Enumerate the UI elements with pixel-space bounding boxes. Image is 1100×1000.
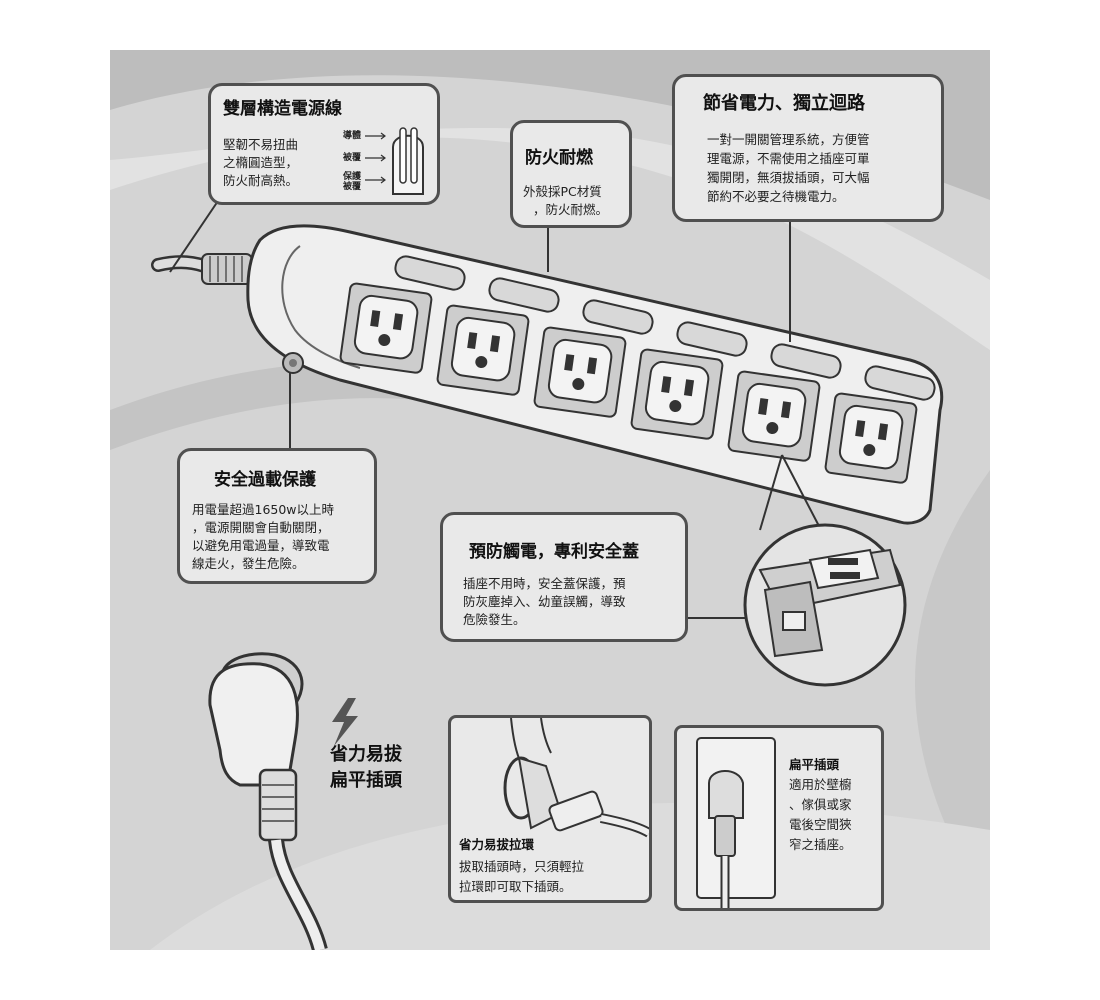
outlet-switch[interactable]: [769, 342, 842, 379]
flat-plug-line: 電後空間狹: [789, 817, 852, 832]
outlet-switch[interactable]: [581, 298, 654, 335]
cord-callout: 雙層構造電源線 堅韌不易扭曲 之橢圓造型， 防火耐高熱。 導體 被覆 保護 被覆: [208, 83, 440, 205]
pull-ring-box: 省力易拔拉環 拔取插頭時，只須輕拉 拉環即可取下插頭。: [448, 715, 652, 903]
overload-callout-line: 以避免用電過量，導致電: [192, 538, 330, 553]
cord-callout-line: 之橢圓造型，: [223, 155, 299, 170]
lightning-icon: [332, 698, 358, 746]
pull-ring-line: 拉環即可取下插頭。: [459, 879, 572, 894]
power-callout-line: 節約不必要之待機電力。: [707, 189, 845, 204]
flat-plug-title: 扁平插頭: [789, 757, 840, 772]
product-infographic-panel: 雙層構造電源線 堅韌不易扭曲 之橢圓造型， 防火耐高熱。 導體 被覆 保護 被覆…: [110, 50, 990, 950]
pull-ring-line: 拔取插頭時，只須輕拉: [459, 859, 585, 874]
fire-callout-title: 防火耐燃: [525, 148, 593, 168]
overload-callout-title: 安全過載保護: [214, 470, 316, 490]
pull-ring-illustration: [503, 718, 649, 838]
pull-ring-title: 省力易拔拉環: [459, 837, 535, 852]
fire-callout-line: ，防火耐燃。: [533, 202, 609, 217]
outlet-switch[interactable]: [675, 320, 748, 357]
cord-cross-section-icon: [365, 127, 424, 195]
wall-outlet-illustration: [696, 737, 776, 908]
flat-plug-line: 窄之插座。: [789, 837, 852, 852]
label-jacket-2: 被覆: [343, 182, 362, 192]
overload-callout-line: ，電源開關會自動關閉，: [192, 520, 330, 535]
overload-callout-line: 用電量超過1650w以上時: [192, 502, 335, 517]
power-callout: 節省電力、獨立迴路 一對一開關管理系統，方便管 理電源，不需使用之插座可單 獨開…: [672, 74, 944, 222]
cover-callout-line: 危險發生。: [463, 612, 526, 627]
fire-callout-line: 外殼採PC材質: [523, 184, 602, 199]
power-callout-title: 節省電力、獨立迴路: [703, 93, 865, 114]
power-callout-line: 獨開閉，無須拔插頭，可大幅: [707, 170, 870, 185]
power-callout-line: 一對一開關管理系統，方便管: [707, 132, 870, 147]
power-strip-illustration: [151, 197, 944, 950]
power-callout-line: 理電源，不需使用之插座可單: [707, 151, 870, 166]
outlet-switch[interactable]: [487, 276, 560, 313]
outlet-socket: [630, 348, 724, 440]
flat-plug-box: 扁平插頭 適用於壁櫥 、傢俱或家 電後空間狹 窄之插座。: [674, 725, 884, 911]
fire-callout: 防火耐燃 外殼採PC材質 ，防火耐燃。: [510, 120, 632, 228]
cover-callout-line: 防灰塵掉入、幼童誤觸，導致: [463, 594, 626, 609]
plug-label-line: 扁平插頭: [330, 770, 402, 791]
overload-callout-line: 線走火，發生危險。: [192, 556, 305, 571]
outlet-socket: [824, 392, 918, 484]
cord-callout-line: 堅韌不易扭曲: [223, 137, 299, 152]
outlet-socket: [533, 326, 627, 418]
outlet-socket: [436, 304, 530, 396]
cover-callout-title: 預防觸電，專利安全蓋: [469, 542, 639, 562]
flat-plug-line: 、傢俱或家: [789, 797, 852, 812]
label-insulation: 被覆: [343, 153, 362, 163]
overload-callout: 安全過載保護 用電量超過1650w以上時 ，電源開關會自動關閉， 以避免用電過量…: [177, 448, 377, 584]
outlet-switch[interactable]: [863, 364, 936, 401]
cord-callout-title: 雙層構造電源線: [223, 99, 342, 119]
plug-label-line: 省力易拔: [330, 744, 402, 765]
flat-plug-line: 適用於壁櫥: [789, 777, 852, 792]
outlet-socket: [339, 282, 433, 374]
label-conductor: 導體: [343, 131, 362, 141]
cover-callout-line: 插座不用時，安全蓋保護，預: [463, 576, 626, 591]
cover-callout: 預防觸電，專利安全蓋 插座不用時，安全蓋保護，預 防灰塵掉入、幼童誤觸，導致 危…: [440, 512, 688, 642]
cord-callout-line: 防火耐高熱。: [223, 173, 299, 188]
outlet-socket: [727, 370, 821, 462]
label-jacket-1: 保護: [343, 172, 362, 182]
outlet-switch[interactable]: [393, 254, 466, 291]
